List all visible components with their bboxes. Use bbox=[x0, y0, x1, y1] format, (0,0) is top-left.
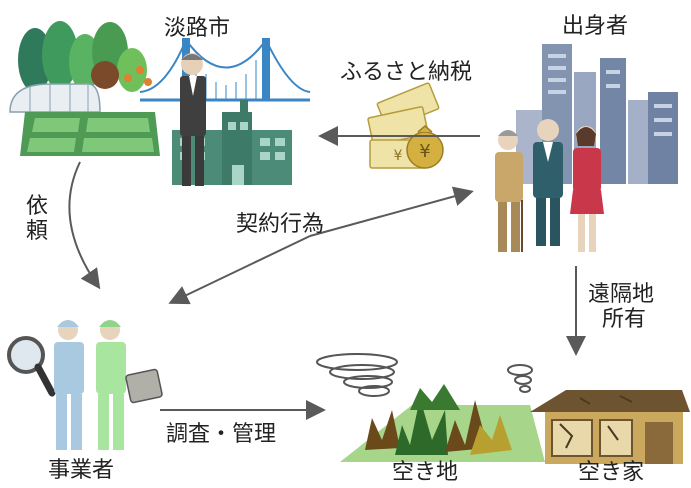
worker-green-icon bbox=[96, 320, 126, 450]
city-official-icon bbox=[180, 53, 206, 186]
request-arrow bbox=[68, 161, 101, 290]
contract-arrow-to-business bbox=[168, 235, 311, 305]
origin-person-label: 出身者 bbox=[562, 14, 629, 39]
document-icon bbox=[125, 368, 163, 404]
awaji-city-illustration bbox=[9, 21, 311, 186]
contract-label: 契約行為 bbox=[236, 212, 325, 237]
greenhouse-icon bbox=[9, 83, 101, 113]
man-icon bbox=[533, 119, 563, 246]
svg-text:¥: ¥ bbox=[419, 141, 430, 162]
arrows bbox=[68, 126, 586, 420]
forest-icon bbox=[18, 21, 152, 92]
worker-blue-icon bbox=[54, 320, 84, 450]
request-label-char-2: 頼 bbox=[26, 219, 49, 245]
vacant-house-illustration bbox=[530, 390, 690, 464]
survey-management-label: 調査・管理 bbox=[166, 422, 277, 447]
weed-field-icon bbox=[340, 384, 545, 462]
elderly-person-icon bbox=[495, 130, 523, 252]
woman-icon bbox=[570, 126, 604, 252]
remote-ownership-label: 遠隔地 所有 bbox=[588, 282, 654, 333]
tornado-icon bbox=[316, 353, 533, 397]
vacant-land-label: 空き地 bbox=[392, 460, 459, 485]
farm-field-icon bbox=[20, 112, 160, 156]
awaji-city-label: 淡路市 bbox=[164, 16, 231, 41]
city-buildings-icon bbox=[172, 100, 292, 185]
business-workers-illustration bbox=[7, 320, 163, 450]
remote-label-line-2: 所有 bbox=[602, 307, 647, 333]
magnifier-icon bbox=[7, 336, 56, 397]
bridge-icon bbox=[139, 38, 311, 102]
money-icon: ¥ ¥ bbox=[367, 82, 444, 169]
remote-label-line-1: 遠隔地 bbox=[588, 282, 655, 307]
vacant-house-label: 空き家 bbox=[578, 460, 645, 485]
svg-text:¥: ¥ bbox=[394, 148, 403, 164]
furusato-tax-label: ふるさと納税 bbox=[340, 60, 473, 85]
hometown-people-illustration bbox=[495, 44, 678, 252]
vacant-land-illustration bbox=[316, 353, 545, 462]
business-operator-label: 事業者 bbox=[48, 458, 115, 483]
request-label-char-1: 依 bbox=[26, 194, 49, 219]
request-label: 依 頼 bbox=[26, 194, 52, 245]
contract-arrow-to-origin bbox=[309, 186, 474, 237]
